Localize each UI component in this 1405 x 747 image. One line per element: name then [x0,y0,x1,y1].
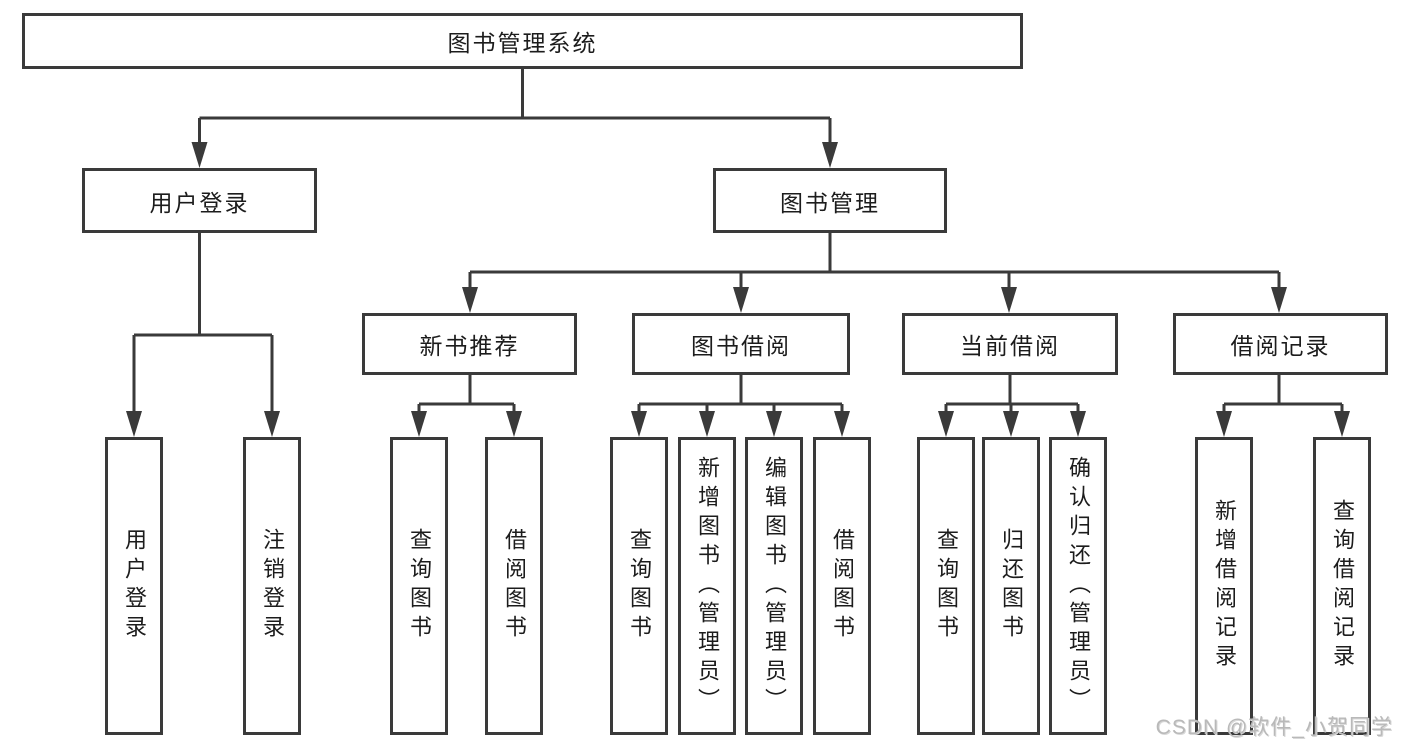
leaf-label: 查询借阅记录 [1330,499,1355,673]
node-label: 新书推荐 [419,333,520,359]
node-book-borrowing: 图书借阅 [632,313,850,375]
leaf-label: 查询图书 [934,528,959,644]
node-user-login: 用户登录 [82,168,317,233]
leaf-borrowing-query-books: 查询图书 [610,437,668,735]
leaf-add-books-admin: 新增图书（管理员） [678,437,736,735]
leaf-label: 归还图书 [999,528,1024,644]
node-book-management: 图书管理 [713,168,947,233]
node-library-management-system: 图书管理系统 [22,13,1023,69]
leaf-label: 借阅图书 [830,528,855,644]
leaf-label: 注销登录 [260,528,285,644]
leaf-return-books: 归还图书 [982,437,1040,735]
node-label: 图书管理 [780,189,880,216]
leaf-label: 查询图书 [407,528,432,644]
leaf-current-query-books: 查询图书 [917,437,975,735]
node-label: 用户登录 [149,189,250,216]
node-label: 借阅记录 [1230,333,1331,359]
leaf-query-borrow-record: 查询借阅记录 [1313,437,1371,735]
node-borrow-records: 借阅记录 [1173,313,1388,375]
leaf-borrowing-borrow-books: 借阅图书 [813,437,871,735]
node-label: 图书借阅 [691,333,791,359]
node-current-borrowing: 当前借阅 [902,313,1118,375]
csdn-watermark: CSDN @软件_小贺同学 [1155,716,1393,739]
leaf-logout: 注销登录 [243,437,301,735]
leaf-label: 编辑图书（管理员） [762,455,787,717]
leaf-label: 新增借阅记录 [1212,499,1237,673]
node-label: 当前借阅 [960,333,1060,359]
leaf-add-borrow-record: 新增借阅记录 [1195,437,1253,735]
node-new-book-recommend: 新书推荐 [362,313,577,375]
leaf-recommend-borrow-books: 借阅图书 [485,437,543,735]
leaf-confirm-return-admin: 确认归还（管理员） [1049,437,1107,735]
leaf-label: 借阅图书 [502,528,527,644]
leaf-label: 确认归还（管理员） [1066,455,1091,717]
leaf-label: 用户登录 [122,528,147,644]
leaf-label: 查询图书 [627,528,652,644]
leaf-user-login: 用户登录 [105,437,163,735]
leaf-edit-books-admin: 编辑图书（管理员） [745,437,803,735]
leaf-recommend-query-books: 查询图书 [390,437,448,735]
node-label: 图书管理系统 [447,30,598,56]
leaf-label: 新增图书（管理员） [695,455,720,717]
